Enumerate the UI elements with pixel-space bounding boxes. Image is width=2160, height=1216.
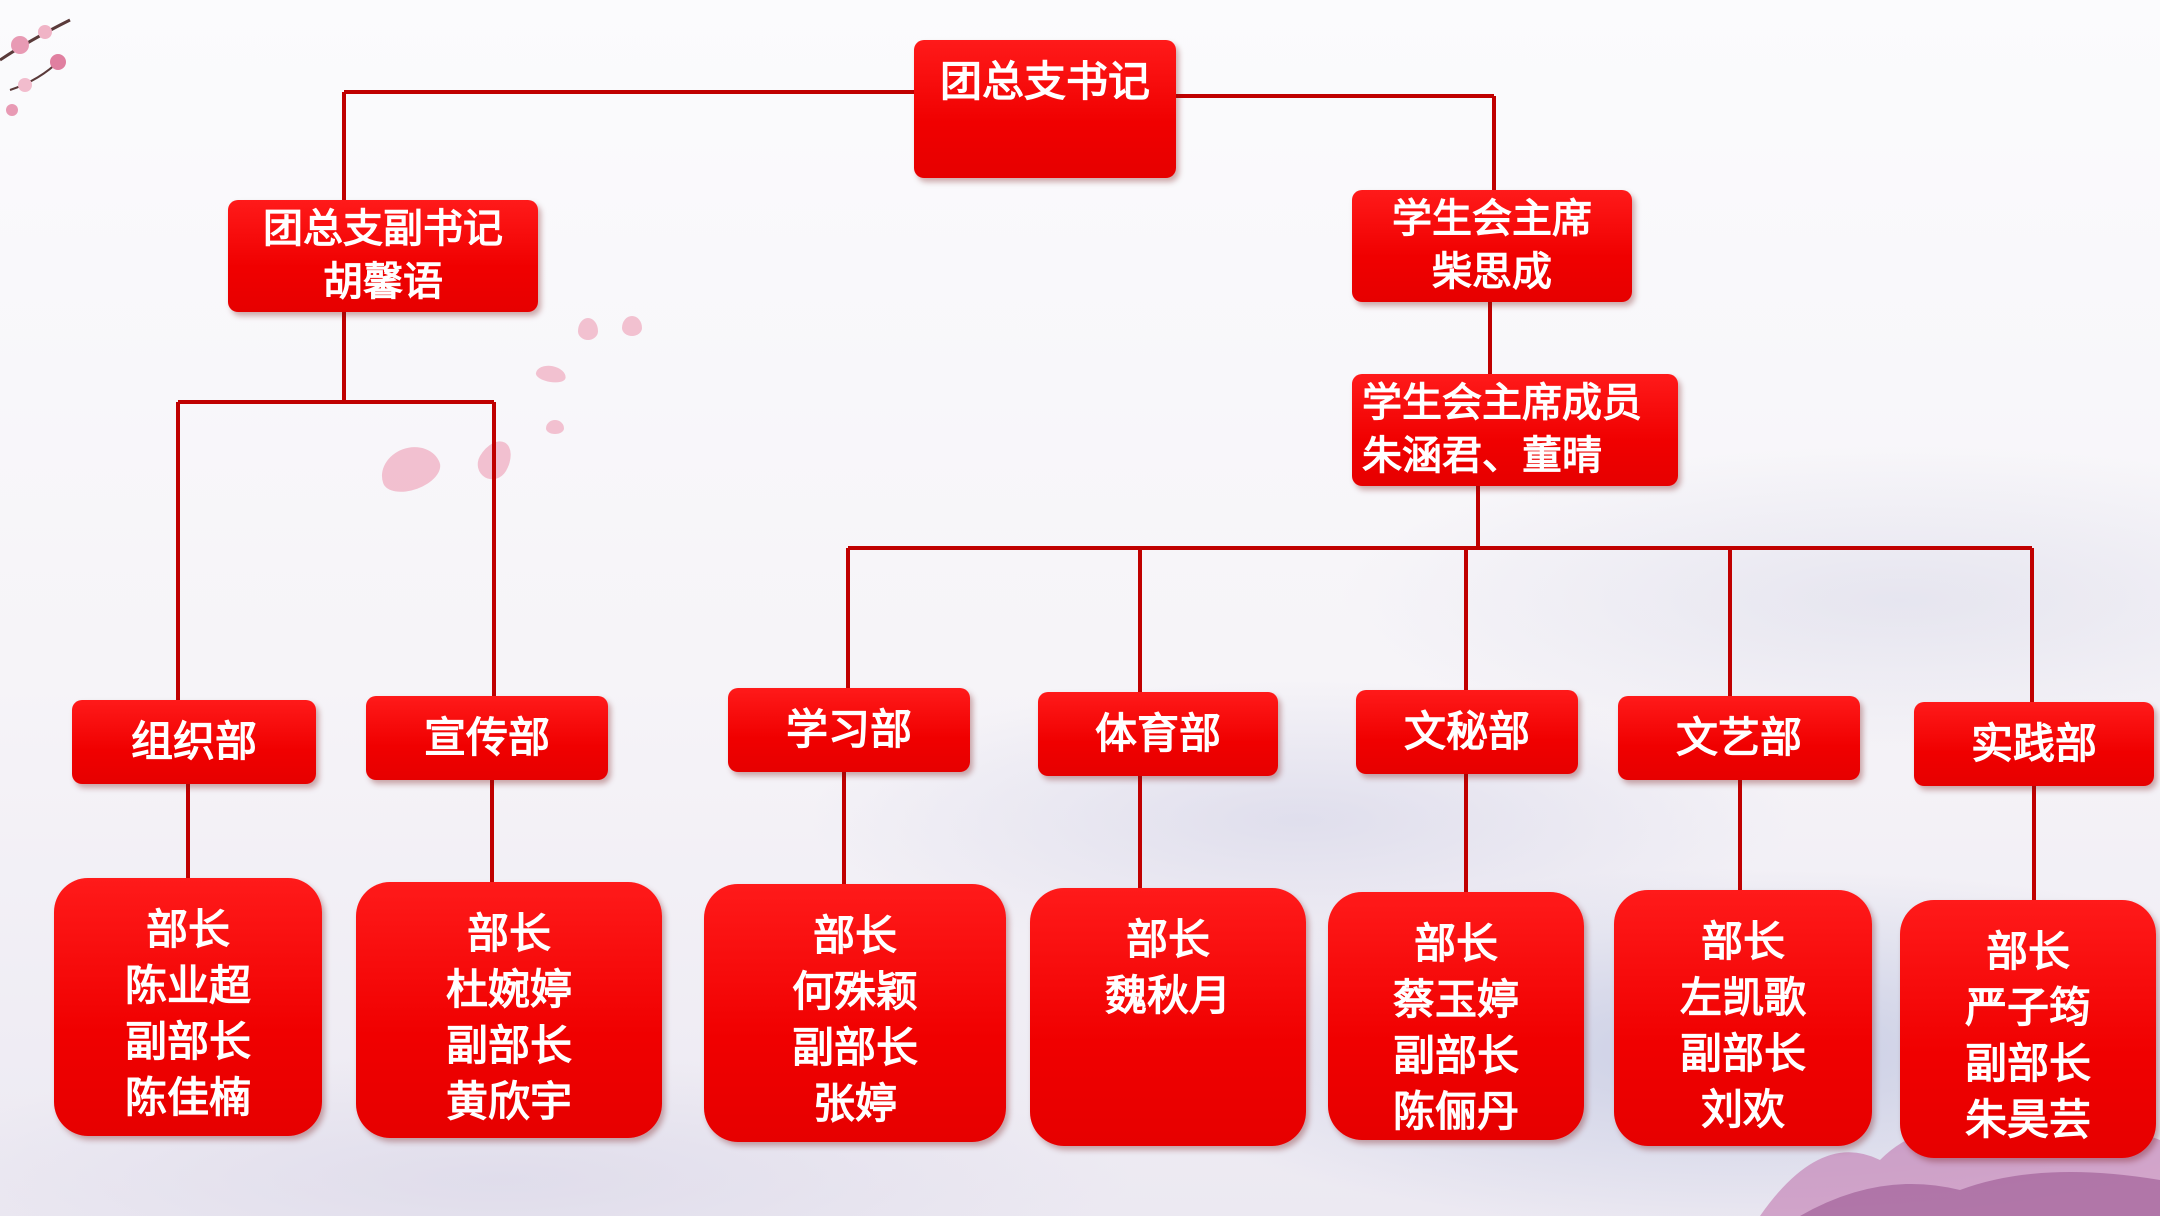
- leader-line: 刘欢: [1700, 1084, 1785, 1134]
- leader-box: 部长 蔡玉婷 副部长 陈俪丹: [1328, 892, 1584, 1140]
- leader-box: 部长 严子筠 副部长 朱昊芸: [1900, 900, 2156, 1158]
- leader-line: 朱昊芸: [1964, 1094, 2091, 1144]
- department-name: 组织部: [130, 717, 257, 767]
- chair-members-names: 朱涵君、董晴: [1362, 432, 1602, 479]
- department-name: 文秘部: [1403, 707, 1530, 757]
- department-box: 实践部: [1914, 702, 2154, 786]
- leader-line: 副部长: [1964, 1038, 2091, 1088]
- leader-box: 部长 何殊颖 副部长 张婷: [704, 884, 1006, 1142]
- leader-line: 副部长: [1392, 1030, 1519, 1080]
- department-name: 宣传部: [423, 713, 550, 763]
- department-box: 文秘部: [1356, 690, 1578, 774]
- deputy-secretary-name: 胡馨语: [323, 258, 443, 305]
- leader-line: 魏秋月: [1104, 970, 1231, 1020]
- petal-decoration: [578, 318, 598, 340]
- department-box: 体育部: [1038, 692, 1278, 776]
- leader-line: 左凯歌: [1679, 972, 1806, 1022]
- department-box: 组织部: [72, 700, 316, 784]
- leader-line: 副部长: [791, 1022, 918, 1072]
- department-box: 学习部: [728, 688, 970, 772]
- leader-line: 何殊颖: [791, 966, 918, 1016]
- leader-line: 部长: [466, 909, 551, 958]
- leader-line: 陈业超: [124, 960, 251, 1010]
- department-name: 体育部: [1094, 709, 1221, 759]
- top-secretary-box: 团总支书记: [914, 40, 1176, 178]
- department-name: 实践部: [1970, 719, 2097, 769]
- leader-line: 陈俪丹: [1392, 1086, 1519, 1136]
- leader-line: 副部长: [124, 1016, 251, 1066]
- student-union-chair-box: 学生会主席 柴思成: [1352, 190, 1632, 302]
- department-box: 宣传部: [366, 696, 608, 780]
- department-name: 学习部: [785, 705, 912, 755]
- department-name: 文艺部: [1675, 713, 1802, 763]
- petal-decoration: [622, 316, 642, 336]
- chair-members-title: 学生会主席成员: [1362, 379, 1642, 427]
- leader-line: 部长: [1125, 915, 1210, 964]
- leader-line: 部长: [1700, 917, 1785, 966]
- student-union-chair-name: 柴思成: [1432, 248, 1552, 295]
- plum-blossom-decoration: [0, 18, 71, 116]
- leader-box: 部长 魏秋月: [1030, 888, 1306, 1146]
- deputy-secretary-title: 团总支副书记: [263, 205, 503, 253]
- chair-members-box: 学生会主席成员 朱涵君、董晴: [1352, 374, 1678, 486]
- leader-line: 部长: [1413, 919, 1498, 968]
- leader-box: 部长 陈业超 副部长 陈佳楠: [54, 878, 322, 1136]
- leader-box: 部长 杜婉婷 副部长 黄欣宇: [356, 882, 662, 1138]
- petal-decoration: [546, 420, 564, 434]
- leader-line: 蔡玉婷: [1392, 974, 1519, 1024]
- leader-box: 部长 左凯歌 副部长 刘欢: [1614, 890, 1872, 1146]
- leader-line: 部长: [1985, 927, 2070, 976]
- leader-line: 黄欣宇: [445, 1076, 572, 1126]
- student-union-chair-title: 学生会主席: [1392, 195, 1592, 243]
- leader-line: 部长: [145, 905, 230, 954]
- deputy-secretary-box: 团总支副书记 胡馨语: [228, 200, 538, 312]
- leader-line: 张婷: [812, 1078, 897, 1128]
- top-secretary-title: 团总支书记: [939, 57, 1150, 106]
- leader-line: 杜婉婷: [445, 964, 572, 1014]
- leader-line: 陈佳楠: [124, 1072, 251, 1122]
- department-box: 文艺部: [1618, 696, 1860, 780]
- leader-line: 副部长: [1679, 1028, 1806, 1078]
- leader-line: 副部长: [445, 1020, 572, 1070]
- leader-line: 部长: [812, 911, 897, 960]
- leader-line: 严子筠: [1964, 982, 2091, 1032]
